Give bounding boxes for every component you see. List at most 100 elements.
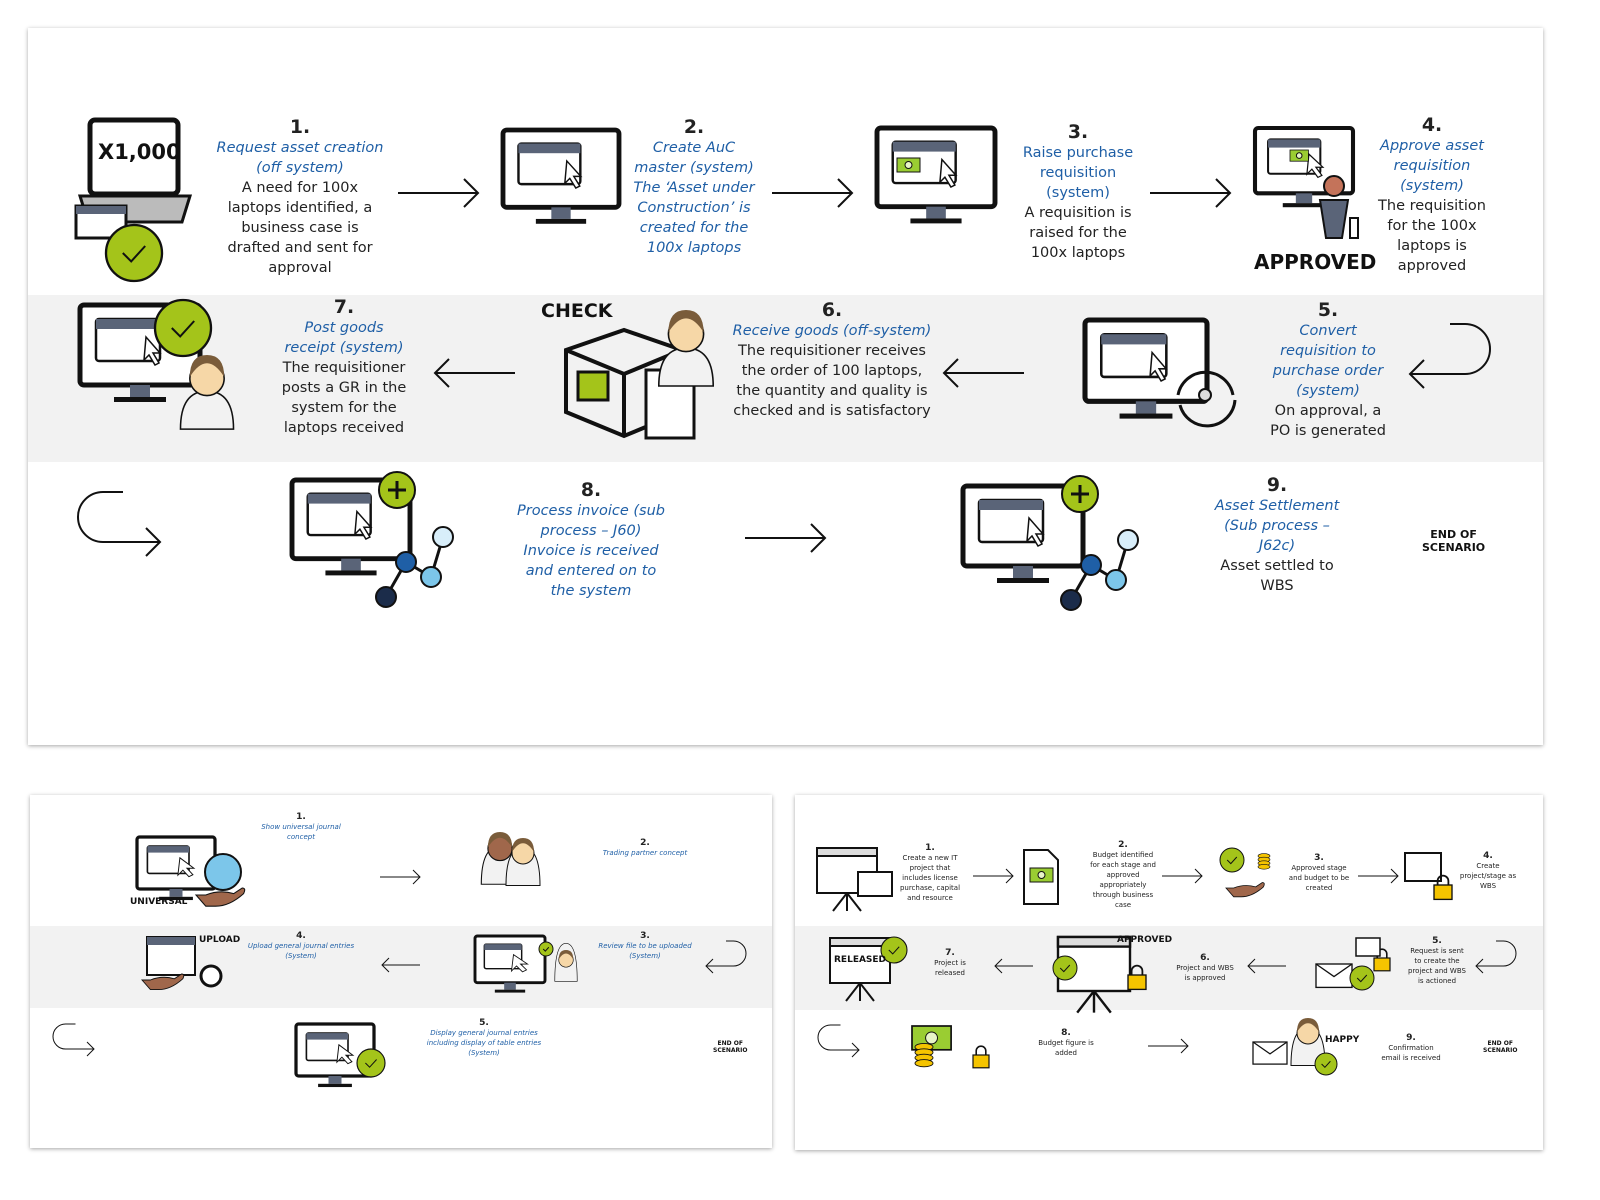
step-num: 1. <box>296 812 306 822</box>
step-title: Review file to be uploaded (System) <box>598 942 692 960</box>
step-num: 9. <box>1406 1033 1416 1043</box>
project-step-6: 6.Project and WBS is approved <box>1176 953 1234 983</box>
step-title: Display general journal entries includin… <box>426 1029 542 1057</box>
window-icon <box>1355 937 1381 957</box>
monitor-icon <box>473 934 547 993</box>
step-num: 3. <box>1067 122 1089 143</box>
journal-step-3: 3.Review file to be uploaded (System) <box>598 931 691 961</box>
step-num: 8. <box>1061 1028 1071 1038</box>
step-title: Convert requisition to purchase order (s… <box>1272 323 1384 399</box>
project-step-8: 8.Budget figure is added <box>1038 1028 1094 1058</box>
u-turn-arrow-icon <box>1475 940 1517 974</box>
lock-icon <box>972 1045 990 1069</box>
step-num: 4. <box>296 931 306 941</box>
step-num: 9. <box>1266 475 1288 496</box>
cursor-icon <box>510 953 529 973</box>
journal-step-1: 1.Show universal journal concept <box>261 812 341 842</box>
step-desc: The requisitioner receives the order of … <box>733 343 931 419</box>
step-title: Receive goods (off-system) <box>732 323 932 339</box>
step-num: 7. <box>945 948 955 958</box>
step-num: 8. <box>580 480 602 501</box>
project-step-7: 7.Project is released <box>934 948 966 978</box>
monitor-icon <box>960 483 1086 583</box>
check-label: CHECK <box>541 300 613 322</box>
person-icon <box>179 355 235 430</box>
step-num: 1. <box>289 117 311 138</box>
plus-icon <box>378 471 416 509</box>
step-title: Create AuC master (system) The ‘Asset un… <box>633 140 755 256</box>
cursor-icon <box>353 509 373 540</box>
end-of-scenario: END OF SCENARIO <box>1483 1040 1518 1055</box>
hand-icon <box>141 973 185 991</box>
laptop-icon <box>74 117 193 240</box>
cursor-icon <box>143 335 162 366</box>
hook-arrow-icon <box>52 1023 95 1057</box>
step-num: 6. <box>1200 953 1210 963</box>
arrow-left-icon <box>433 358 515 388</box>
checkmark-icon <box>1349 965 1375 991</box>
step-desc: The requisition for the 100x laptops is … <box>1378 198 1486 274</box>
banknote-icon <box>896 157 921 173</box>
step-num: 2. <box>683 117 705 138</box>
step-num: 5. <box>1317 300 1339 321</box>
checkmark-icon <box>538 941 554 957</box>
step-num: 3. <box>640 931 650 941</box>
step-title: Asset Settlement (Sub process – J62c) <box>1214 498 1340 554</box>
person-approver-icon <box>1318 175 1359 239</box>
cursor-icon <box>177 856 196 878</box>
cursor-icon <box>336 1043 355 1065</box>
cursor-icon <box>1026 516 1045 547</box>
step-num: 2. <box>1118 840 1128 850</box>
arrow-left-icon <box>994 958 1033 974</box>
u-turn-arrow-icon <box>1408 323 1491 389</box>
main-step-7: 7.Post goods receipt (system)The requisi… <box>282 298 407 438</box>
step-desc: Create project/stage as WBS <box>1459 862 1517 890</box>
arrow-left-icon <box>381 957 420 973</box>
step-desc: A need for 100x laptops identified, a bu… <box>227 180 373 276</box>
gear-icon <box>199 964 223 988</box>
amount-label: X1,000 <box>98 140 181 164</box>
cursor-icon <box>938 157 958 188</box>
monitor-icon <box>289 477 413 576</box>
step-title: Post goods receipt (system) <box>284 320 404 356</box>
arrow-right-icon <box>1148 1038 1189 1054</box>
step-num: 1. <box>925 843 935 853</box>
laptop-icon <box>857 871 893 897</box>
person-icon <box>554 943 578 982</box>
monitor-icon <box>135 835 217 901</box>
journal-step-4: 4.Upload general journal entries (System… <box>248 931 354 961</box>
box-icon <box>564 327 696 440</box>
hand-icon <box>194 887 246 907</box>
cursor-icon <box>1149 350 1168 382</box>
approved-label: APPROVED <box>1254 250 1377 274</box>
presentation-board-icon <box>1056 935 1132 1014</box>
main-step-1: 1.Request asset creation (off system)A n… <box>217 118 384 278</box>
main-step-6: 6. Receive goods (off-system) The requisit… <box>733 301 932 421</box>
checkmark-icon <box>1052 955 1078 981</box>
step-num: 2. <box>640 838 650 848</box>
upload-window-icon <box>146 936 223 988</box>
checkmark-icon <box>1219 847 1245 873</box>
monitor-icon <box>500 127 622 224</box>
checkmark-icon <box>1314 1052 1338 1076</box>
cursor-icon <box>1306 152 1325 179</box>
envelope-icon <box>1252 1041 1288 1065</box>
arrow-left-icon <box>942 358 1024 388</box>
main-step-3: 3.Raise purchase requisition (system)A r… <box>1023 123 1133 263</box>
checkmark-icon <box>104 223 164 283</box>
banknote-icon <box>1029 867 1054 883</box>
step-desc: Budget identified for each stage and app… <box>1090 851 1156 909</box>
window-icon <box>1404 852 1442 882</box>
journal-step-5: 5.Display general journal entries includ… <box>427 1018 541 1058</box>
step-desc: Asset settled to WBS <box>1220 558 1334 594</box>
lock-icon <box>1127 964 1147 991</box>
step-num: 6. <box>821 300 843 321</box>
step-num: 4. <box>1483 851 1493 861</box>
arrow-right-icon <box>398 178 480 208</box>
envelope-icon <box>1315 963 1353 989</box>
globe-icon <box>204 853 242 891</box>
step-title: Process invoice (sub process – J60) Invo… <box>517 503 665 599</box>
project-step-3: 3.Approved stage and budget to be create… <box>1289 853 1349 893</box>
main-step-8: 8.Process invoice (sub process – J60) In… <box>517 481 665 601</box>
arrow-left-icon <box>1247 958 1286 974</box>
